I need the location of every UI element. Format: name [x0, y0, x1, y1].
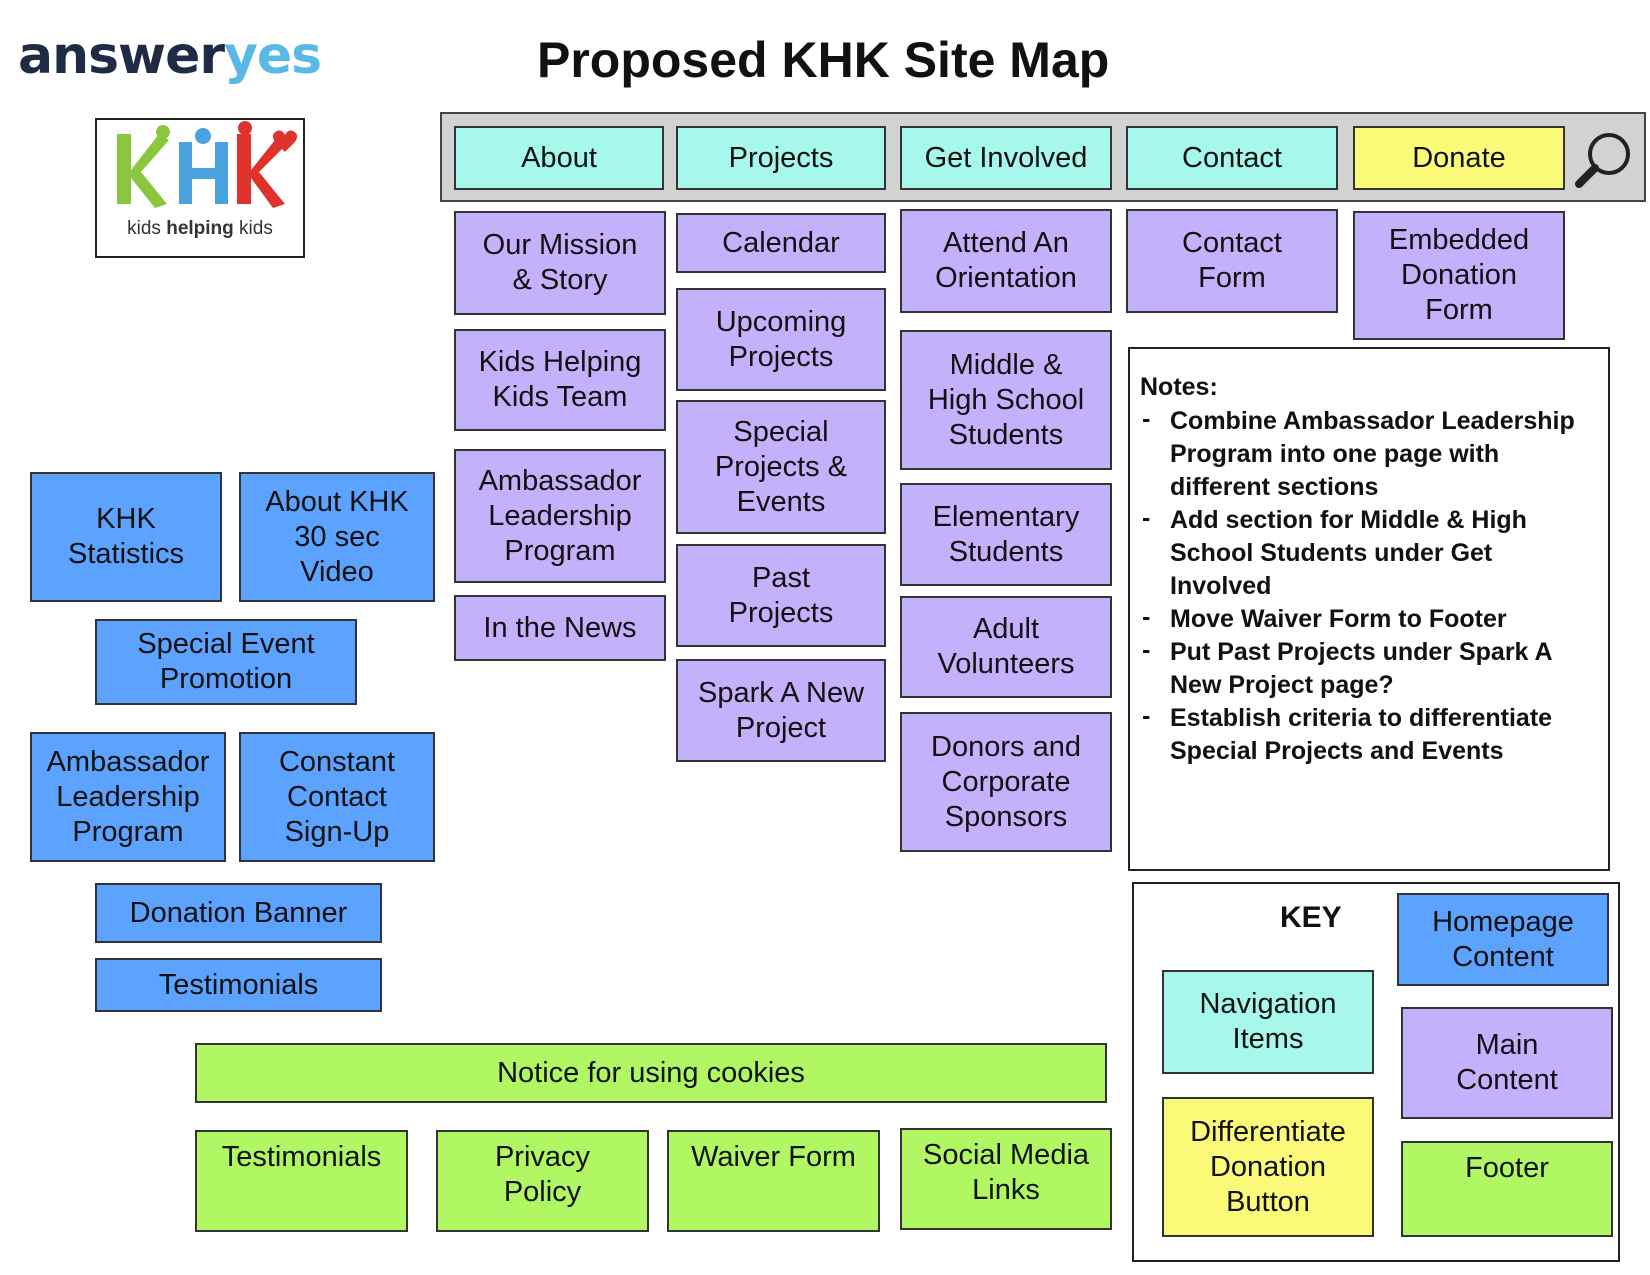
projects-spark-new: Spark A New Project: [676, 659, 886, 762]
get-involved-orientation: Attend An Orientation: [900, 209, 1112, 313]
footer-privacy-policy: Privacy Policy: [436, 1130, 649, 1232]
khk-logo-graphic: [117, 121, 298, 208]
get-involved-middle-high: Middle & High School Students: [900, 330, 1112, 470]
nav-item-contact[interactable]: Contact: [1126, 126, 1338, 190]
projects-special-events: Special Projects & Events: [676, 400, 886, 534]
khk-tagline: kids helping kids: [127, 218, 273, 239]
home-special-event-promotion: Special Event Promotion: [95, 619, 357, 705]
note-item: Add section for Middle & High School Stu…: [1140, 502, 1596, 603]
note-item: Move Waiver Form to Footer: [1140, 601, 1596, 636]
about-our-mission: Our Mission & Story: [454, 211, 666, 315]
answeryes-logo: answeryes: [18, 26, 322, 86]
key-title: KEY: [1280, 901, 1342, 934]
about-in-the-news: In the News: [454, 595, 666, 661]
nav-item-about[interactable]: About: [454, 126, 664, 190]
nav-item-get-involved[interactable]: Get Involved: [900, 126, 1112, 190]
get-involved-elementary: Elementary Students: [900, 483, 1112, 586]
footer-waiver-form: Waiver Form: [667, 1130, 880, 1232]
about-ambassador-program: Ambassador Leadership Program: [454, 449, 666, 583]
projects-past: Past Projects: [676, 544, 886, 647]
key-main-content: Main Content: [1401, 1007, 1613, 1119]
home-about-video: About KHK 30 sec Video: [239, 472, 435, 602]
footer-testimonials: Testimonials: [195, 1130, 408, 1232]
footer-cookie-notice: Notice for using cookies: [195, 1043, 1107, 1103]
projects-upcoming: Upcoming Projects: [676, 288, 886, 391]
notes-panel: Notes: Combine Ambassador Leadership Pro…: [1128, 347, 1610, 871]
get-involved-donors-sponsors: Donors and Corporate Sponsors: [900, 712, 1112, 852]
contact-form: Contact Form: [1126, 209, 1338, 313]
home-donation-banner: Donation Banner: [95, 883, 382, 943]
home-ambassador-program: Ambassador Leadership Program: [30, 732, 226, 862]
key-navigation-items: Navigation Items: [1162, 970, 1374, 1074]
home-khk-statistics: KHK Statistics: [30, 472, 222, 602]
note-item: Put Past Projects under Spark A New Proj…: [1140, 634, 1596, 702]
nav-item-projects[interactable]: Projects: [676, 126, 886, 190]
page-title: Proposed KHK Site Map: [537, 32, 1110, 88]
donate-embedded-form: Embedded Donation Form: [1353, 211, 1565, 340]
home-constant-contact-signup: Constant Contact Sign-Up: [239, 732, 435, 862]
key-homepage-content: Homepage Content: [1397, 893, 1609, 986]
home-testimonials: Testimonials: [95, 958, 382, 1012]
search-icon[interactable]: [1575, 130, 1635, 190]
projects-calendar: Calendar: [676, 213, 886, 273]
logo-text-yes: yes: [224, 26, 322, 86]
key-footer: Footer: [1401, 1141, 1613, 1237]
notes-title: Notes:: [1140, 373, 1218, 401]
logo-text-answer: answer: [18, 26, 225, 86]
nav-item-donate[interactable]: Donate: [1353, 126, 1565, 190]
get-involved-adult-volunteers: Adult Volunteers: [900, 596, 1112, 698]
key-donation-button: Differentiate Donation Button: [1162, 1097, 1374, 1237]
note-item: Combine Ambassador Leadership Program in…: [1140, 403, 1596, 504]
khk-logo: kids helping kids: [95, 118, 305, 258]
notes-list: Combine Ambassador Leadership Program in…: [1140, 403, 1596, 768]
footer-social-media-links: Social Media Links: [900, 1128, 1112, 1230]
note-item: Establish criteria to differentiate Spec…: [1140, 700, 1596, 768]
about-khk-team: Kids Helping Kids Team: [454, 329, 666, 431]
